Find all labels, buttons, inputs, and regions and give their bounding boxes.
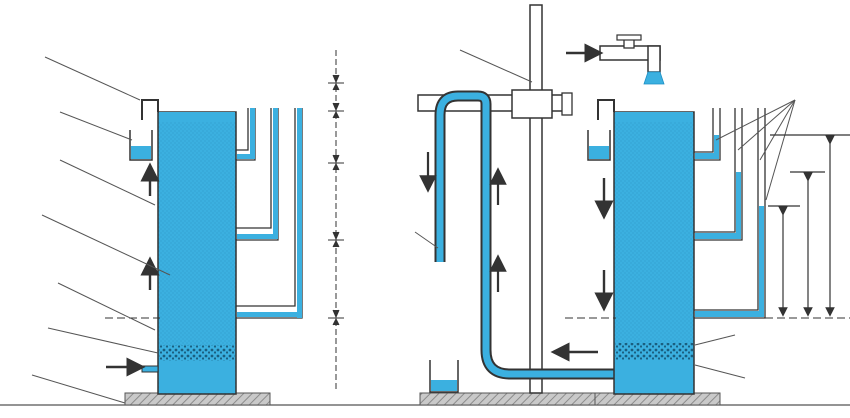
right-gravel-layer <box>615 343 693 360</box>
clamp-screw <box>561 92 573 116</box>
beaker-icon <box>129 130 153 161</box>
left-callout-leaders <box>31 56 171 404</box>
left-bottom-chamber <box>159 361 235 393</box>
center-stand <box>414 4 621 406</box>
right-overflow-spout <box>597 99 615 120</box>
right-bottom-chamber <box>615 360 693 393</box>
right-water-top <box>615 112 693 122</box>
left-column <box>105 99 303 406</box>
beaker-icon <box>587 130 611 161</box>
right-base-plate <box>594 392 721 406</box>
beaker-icon <box>429 360 459 393</box>
right-manometer-tubes <box>694 108 766 319</box>
right-column <box>565 99 850 406</box>
right-manometer-water <box>695 135 764 317</box>
left-base-plate <box>124 392 271 406</box>
left-inlet-pipe <box>141 365 159 373</box>
stand-rod <box>529 4 543 394</box>
faucet-icon <box>566 34 665 85</box>
center-leader <box>414 231 439 249</box>
left-gravel-layer <box>159 345 235 361</box>
center-leader <box>459 49 533 83</box>
clamp-block <box>511 89 553 119</box>
left-dimension-chain <box>328 50 344 392</box>
siphon-tube-water <box>436 92 620 378</box>
right-callout-leaders <box>694 99 796 379</box>
right-dimension-arrows <box>768 134 850 317</box>
left-overflow-spout <box>141 99 159 120</box>
left-manometer-water <box>237 108 302 318</box>
left-water-top <box>159 112 235 122</box>
center-base-plate <box>419 392 621 406</box>
left-manometer-tubes <box>236 108 303 319</box>
